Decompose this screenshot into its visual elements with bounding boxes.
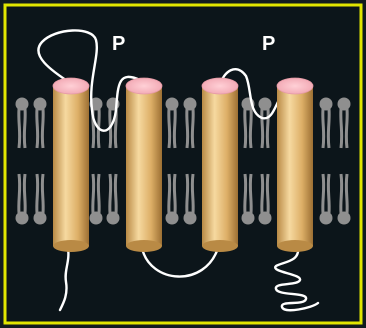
helix-1 (53, 78, 89, 252)
helix-3 (202, 78, 238, 252)
helix-4 (277, 78, 313, 252)
helix-2 (126, 78, 162, 252)
p-label-right: P (262, 33, 275, 55)
p-label-left: P (112, 33, 125, 55)
